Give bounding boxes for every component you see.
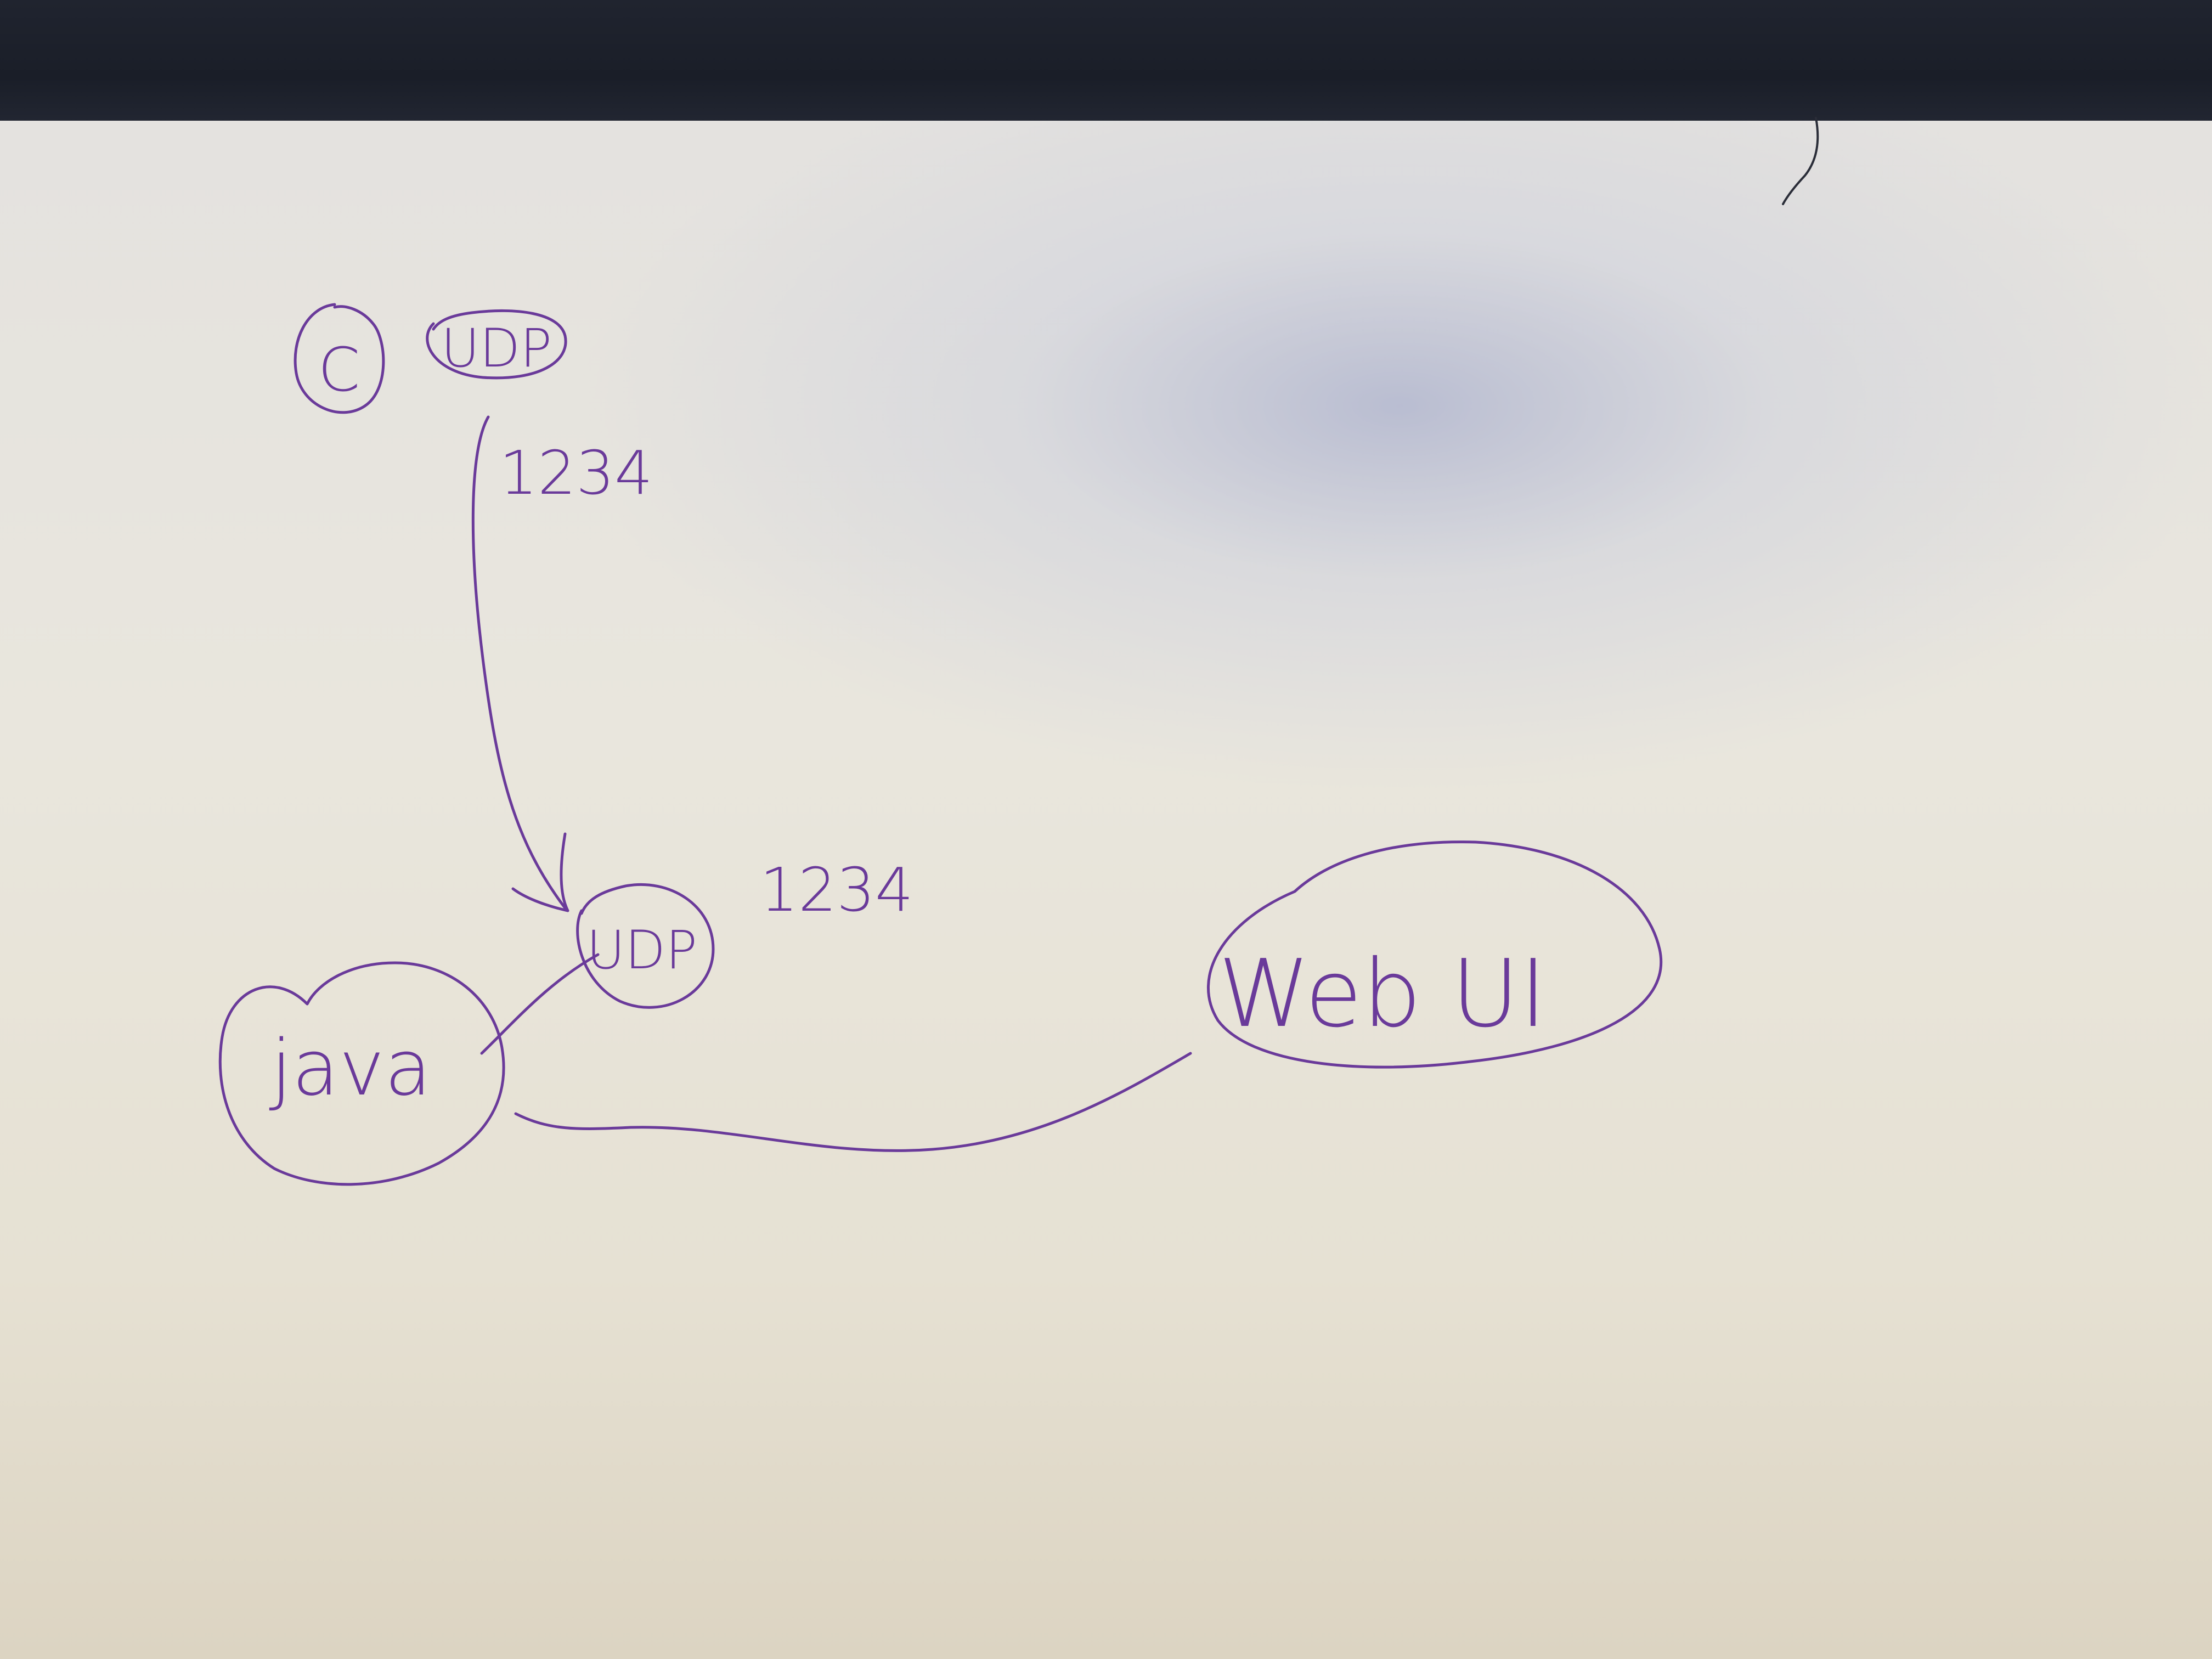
node-udp-bottom: UDP — [576, 883, 715, 1009]
paper-sheet — [0, 121, 2212, 1659]
edge-java-udp — [480, 953, 600, 1055]
node-c: C — [294, 303, 385, 414]
port-label-top: 1234 — [499, 438, 653, 508]
node-c-label: C — [318, 335, 360, 405]
node-udp-top-label: UDP — [441, 318, 552, 379]
arrowhead-udp — [511, 832, 569, 912]
node-java: java — [218, 961, 505, 1186]
desk-background — [0, 0, 2212, 129]
node-web-ui: Web UI — [1207, 840, 1663, 1069]
paper-scribble — [1782, 117, 1819, 205]
edge-java-webui — [514, 1052, 1192, 1152]
node-udp-top: UDP — [426, 309, 567, 380]
node-java-label: java — [269, 1024, 431, 1113]
node-udp-bottom-label: UDP — [586, 919, 697, 981]
node-web-ui-ellipse — [1207, 840, 1663, 1069]
node-udp-top-ellipse — [426, 309, 567, 380]
node-web-ui-label: Web UI — [1218, 940, 1547, 1048]
node-java-blob — [218, 961, 505, 1186]
port-label-bottom: 1234 — [760, 855, 913, 925]
node-udp-bottom-ellipse — [576, 883, 715, 1009]
node-c-circle — [294, 303, 385, 414]
arrow-udp-to-udp — [471, 415, 567, 910]
